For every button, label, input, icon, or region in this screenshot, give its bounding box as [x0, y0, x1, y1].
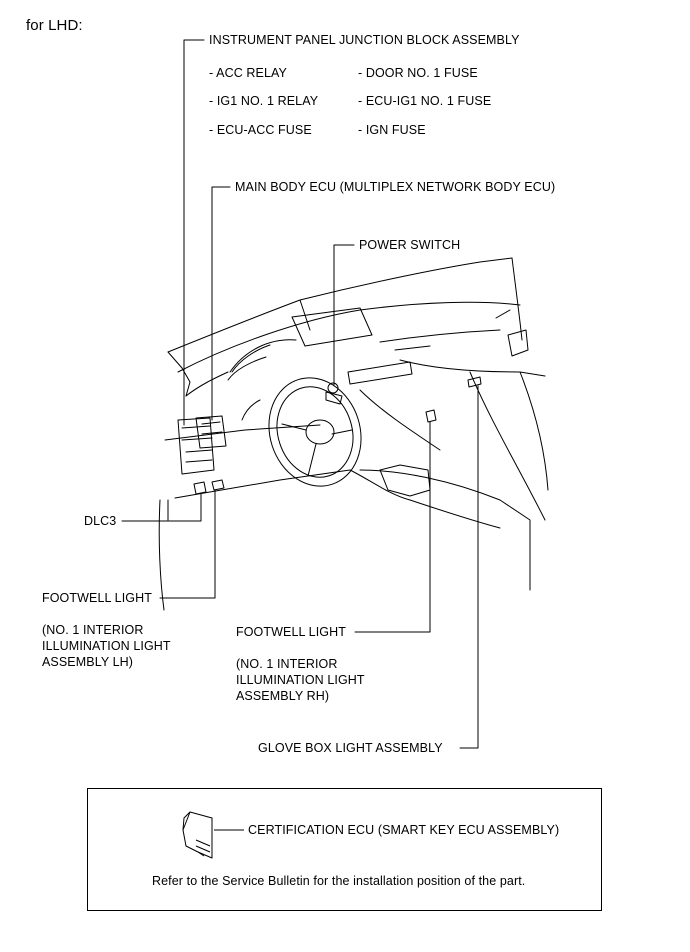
left-a-pillar	[158, 499, 165, 611]
ipjb-item: - IGN FUSE	[358, 123, 426, 137]
leader-lines	[121, 39, 479, 749]
ipjb-item: - ECU-ACC FUSE	[209, 123, 312, 137]
center-console	[359, 469, 531, 591]
dash-windshield-line	[511, 257, 523, 341]
service-bulletin-note: Refer to the Service Bulletin for the in…	[152, 874, 526, 888]
ipjb-item: - DOOR NO. 1 FUSE	[358, 66, 478, 80]
ipjb-item: - ECU-IG1 NO. 1 FUSE	[358, 94, 492, 108]
junction-block-part	[177, 417, 215, 475]
dlc3-part	[193, 481, 207, 495]
center-display	[291, 307, 373, 347]
power-switch-part	[327, 382, 339, 394]
footwell-lh-sub: ASSEMBLY LH)	[42, 655, 134, 669]
certification-ecu-note-box	[87, 788, 602, 911]
footwell-light-rh-part	[425, 409, 437, 423]
dash-right-side	[399, 359, 546, 377]
footwell-rh-sub: ILLUMINATION LIGHT	[236, 673, 365, 687]
steering-hub	[305, 419, 335, 445]
label-dlc3: DLC3	[84, 514, 117, 528]
label-footwell-lh: FOOTWELL LIGHT	[42, 591, 152, 605]
ipjb-item: - IG1 NO. 1 RELAY	[209, 94, 319, 108]
right-vent	[507, 329, 529, 357]
label-footwell-rh: FOOTWELL LIGHT	[236, 625, 346, 639]
footwell-rh-sub: ASSEMBLY RH)	[236, 689, 330, 703]
dash-lower-edge	[164, 424, 321, 441]
label-glove-box-light: GLOVE BOX LIGHT ASSEMBLY	[258, 741, 443, 755]
label-main-body-ecu: MAIN BODY ECU (MULTIPLEX NETWORK BODY EC…	[235, 180, 556, 194]
ipjb-item: - ACC RELAY	[209, 66, 287, 80]
dash-top-outline	[167, 257, 513, 353]
label-ipjb: INSTRUMENT PANEL JUNCTION BLOCK ASSEMBLY	[209, 33, 520, 47]
dash-upper-surface	[177, 301, 521, 373]
label-power-switch: POWER SWITCH	[359, 238, 461, 252]
main-body-ecu-part	[195, 415, 227, 449]
steering-wheel-inner	[276, 386, 354, 478]
footwell-lh-sub: ILLUMINATION LIGHT	[42, 639, 171, 653]
dash-left-edge	[167, 351, 191, 397]
steering-wheel-outer	[268, 377, 362, 487]
label-certification-ecu: CERTIFICATION ECU (SMART KEY ECU ASSEMBL…	[248, 823, 560, 837]
variant-label: for LHD:	[26, 17, 83, 34]
cluster-hood	[229, 339, 297, 373]
footwell-lh-sub: (NO. 1 INTERIOR	[42, 623, 144, 637]
glove-box-light-part	[467, 376, 482, 388]
footwell-light-lh-part	[211, 479, 225, 491]
footwell-rh-sub: (NO. 1 INTERIOR	[236, 657, 338, 671]
